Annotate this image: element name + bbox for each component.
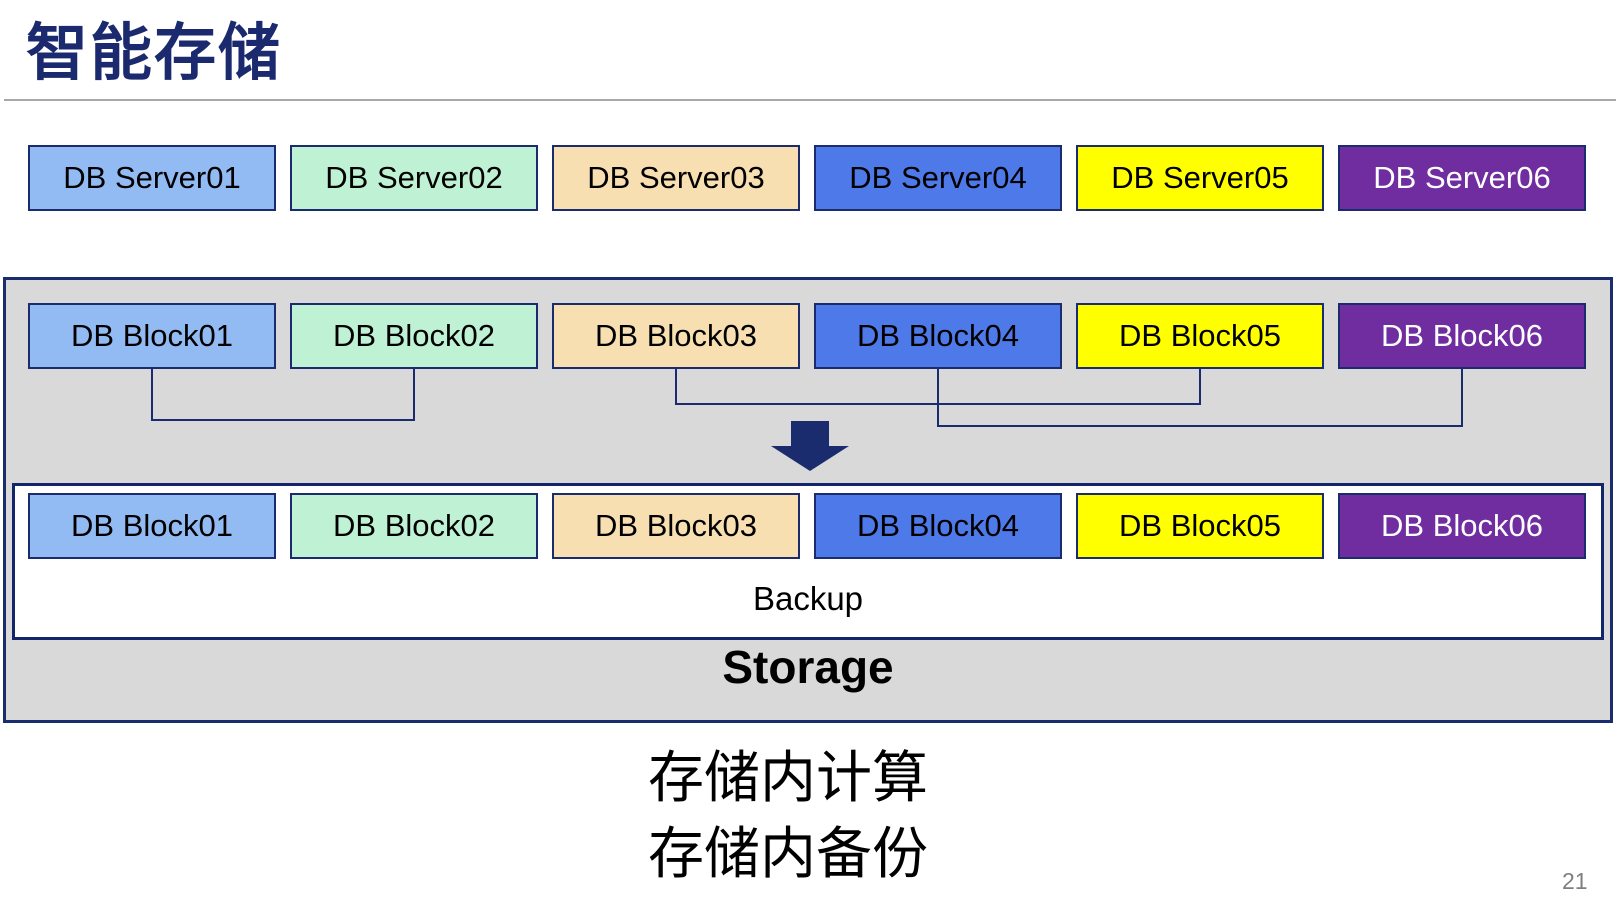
title-underline: [4, 99, 1616, 101]
down-arrow-icon: [771, 421, 849, 471]
block-bottom-02: DB Block02: [290, 493, 538, 559]
block-top-04: DB Block04: [814, 303, 1062, 369]
connector-block01-block02: [151, 369, 415, 421]
block-top-03: DB Block03: [552, 303, 800, 369]
caption-line-1: 存储内计算: [648, 746, 928, 809]
block-bottom-04: DB Block04: [814, 493, 1062, 559]
caption: 存储内计算 存储内备份: [0, 740, 1620, 892]
caption-line-2: 存储内备份: [648, 822, 928, 885]
block-bottom-06: DB Block06: [1338, 493, 1586, 559]
block-top-02: DB Block02: [290, 303, 538, 369]
backup-area: DB Block01 DB Block02 DB Block03 DB Bloc…: [12, 483, 1604, 640]
block-bottom-05: DB Block05: [1076, 493, 1324, 559]
server-box-05: DB Server05: [1076, 145, 1324, 211]
connector-block04-block06: [937, 369, 1463, 427]
page-number: 21: [1562, 868, 1588, 894]
storage-label: Storage: [722, 641, 894, 693]
server-box-03: DB Server03: [552, 145, 800, 211]
backup-label: Backup: [752, 580, 864, 617]
block-bottom-03: DB Block03: [552, 493, 800, 559]
block-bottom-01: DB Block01: [28, 493, 276, 559]
block-top-06: DB Block06: [1338, 303, 1586, 369]
server-box-02: DB Server02: [290, 145, 538, 211]
block-top-01: DB Block01: [28, 303, 276, 369]
db-block-row-bottom: DB Block01 DB Block02 DB Block03 DB Bloc…: [28, 493, 1586, 559]
block-top-05: DB Block05: [1076, 303, 1324, 369]
db-server-row: DB Server01 DB Server02 DB Server03 DB S…: [28, 145, 1586, 211]
page-title: 智能存储: [26, 19, 283, 88]
server-box-06: DB Server06: [1338, 145, 1586, 211]
server-box-04: DB Server04: [814, 145, 1062, 211]
db-block-row-top: DB Block01 DB Block02 DB Block03 DB Bloc…: [28, 303, 1586, 369]
server-box-01: DB Server01: [28, 145, 276, 211]
storage-container: DB Block01 DB Block02 DB Block03 DB Bloc…: [3, 277, 1613, 723]
